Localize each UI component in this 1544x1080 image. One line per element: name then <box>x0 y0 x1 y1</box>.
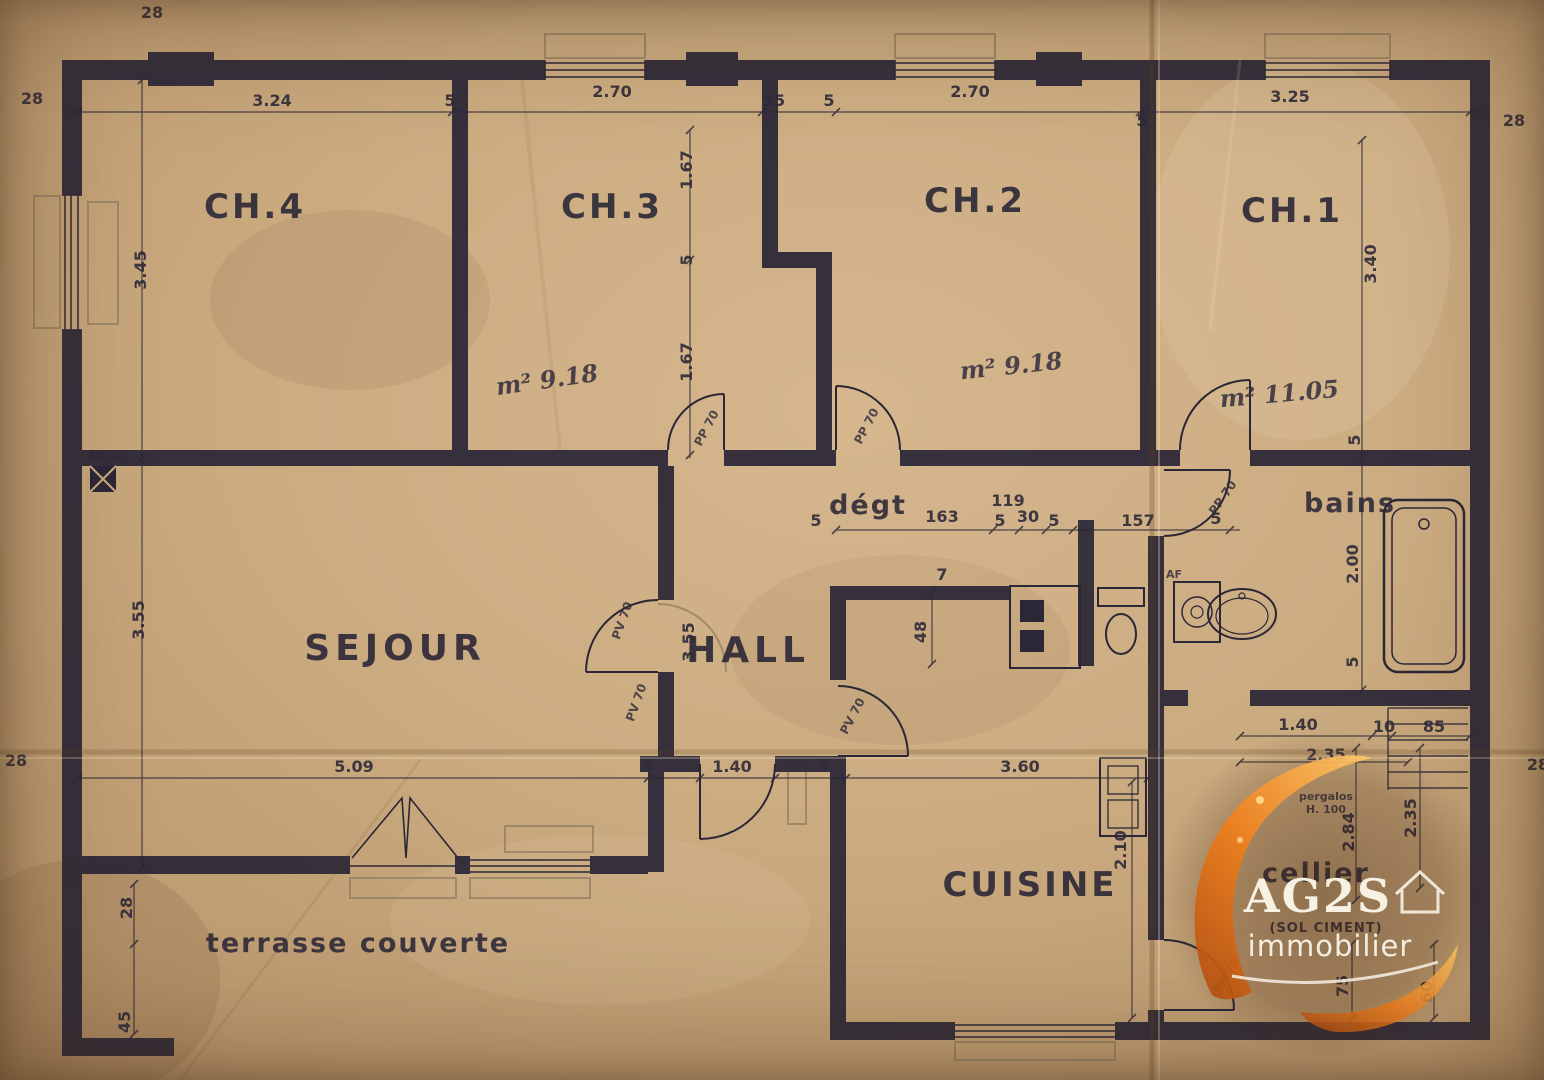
room-label-bains: bains <box>1304 488 1396 519</box>
door-bains <box>1163 469 1231 537</box>
dim-157: 157 <box>1121 511 1154 530</box>
dim-55: 55 <box>763 91 785 110</box>
logo-flame-swirl <box>1194 755 1372 1000</box>
dim-5-e: 5 <box>1345 434 1364 445</box>
note-grid-3030: 30/30 <box>87 449 125 463</box>
room-label-degt: dégt <box>829 490 907 521</box>
room-label-cuisine: CUISINE <box>942 865 1117 905</box>
washbasin-icon <box>1207 588 1277 640</box>
dim-5-h: 5 <box>994 511 1005 530</box>
dim-167-a: 1.67 <box>677 150 696 189</box>
room-label-ch2: CH.2 <box>924 181 1026 221</box>
dim-355-b: 3.55 <box>679 622 698 661</box>
toilet-icon <box>1097 587 1145 655</box>
walls <box>62 52 1490 1056</box>
dim-270-a: 2.70 <box>592 82 631 101</box>
dim-360: 3.60 <box>1000 757 1039 776</box>
room-label-ch4: CH.4 <box>204 187 306 227</box>
dim-45: 45 <box>115 1011 134 1033</box>
closet-icon <box>1009 585 1081 669</box>
dim-340: 3.40 <box>1361 244 1380 283</box>
french-door-icon <box>351 795 459 859</box>
room-label-ch1: CH.1 <box>1241 191 1343 231</box>
note-af: AF <box>1166 568 1182 581</box>
room-label-ch3: CH.3 <box>561 187 663 227</box>
dim-325: 3.25 <box>1270 87 1309 106</box>
dim-7: 7 <box>936 565 947 584</box>
logo-underline <box>1231 960 1439 984</box>
dim-28-left-bot: 28 <box>5 751 27 770</box>
dim-5-g: 5 <box>810 511 821 530</box>
door-ch2 <box>835 385 901 451</box>
dim-28-top-a: 28 <box>141 3 163 22</box>
dim-10: 10 <box>1373 717 1395 736</box>
dim-210: 2.10 <box>1111 830 1130 869</box>
dim-119: 119 <box>991 491 1024 510</box>
dim-200: 2.00 <box>1343 544 1362 583</box>
house-icon <box>1394 869 1446 914</box>
windows <box>62 60 1391 1038</box>
dim-28-right-mid: 28 <box>1527 755 1544 774</box>
dim-5-f: 5 <box>1343 656 1362 667</box>
dim-5-j: 5 <box>1210 509 1221 528</box>
room-label-terrasse: terrasse couverte <box>206 928 510 959</box>
dim-5-d: 5 <box>677 254 696 265</box>
dim-28-terr: 28 <box>117 897 136 919</box>
agency-logo: AG2S immobilier <box>1160 730 1490 1060</box>
dim-85: 85 <box>1423 717 1445 736</box>
door-ch3 <box>667 393 725 451</box>
dim-28-top-b: 28 <box>21 89 43 108</box>
bathtub-icon <box>1382 498 1466 674</box>
door-cuisine <box>837 685 909 757</box>
room-label-sejour: SEJOUR <box>304 628 485 669</box>
dim-5-k: 5 <box>642 755 653 774</box>
dim-5-b: 5 <box>823 91 834 110</box>
logo-name: AG2S <box>1243 869 1392 923</box>
dim-30: 30 <box>1017 507 1039 526</box>
dim-5-a: 5 <box>444 91 455 110</box>
dim-5-c: 5 <box>1136 111 1147 130</box>
room-label-hall: HALL <box>686 630 810 671</box>
door-sejour <box>585 599 659 673</box>
dim-163: 163 <box>925 507 958 526</box>
dim-5-l: 5 <box>818 755 829 774</box>
dim-270-b: 2.70 <box>950 82 989 101</box>
dim-509: 5.09 <box>334 757 373 776</box>
dim-48: 48 <box>911 621 930 643</box>
door-sejour-pencil <box>657 603 727 673</box>
dim-345: 3.45 <box>131 250 150 289</box>
dim-355-a: 3.55 <box>129 600 148 639</box>
logo-flame-swirl-2 <box>1300 944 1458 1033</box>
dim-5-i: 5 <box>1048 511 1059 530</box>
door-ch1 <box>1179 379 1251 451</box>
washing-machine-icon <box>1173 581 1221 643</box>
dim-324: 3.24 <box>252 91 291 110</box>
chimney-icon <box>89 465 117 493</box>
kitchen-sink-icon <box>1099 757 1147 837</box>
dim-140-a: 1.40 <box>712 757 751 776</box>
dim-28-top-right: 28 <box>1503 111 1525 130</box>
logo-tagline: immobilier <box>1248 929 1413 963</box>
dim-140-b: 1.40 <box>1278 715 1317 734</box>
dim-167-b: 1.67 <box>677 342 696 381</box>
fixtures <box>89 465 1468 837</box>
